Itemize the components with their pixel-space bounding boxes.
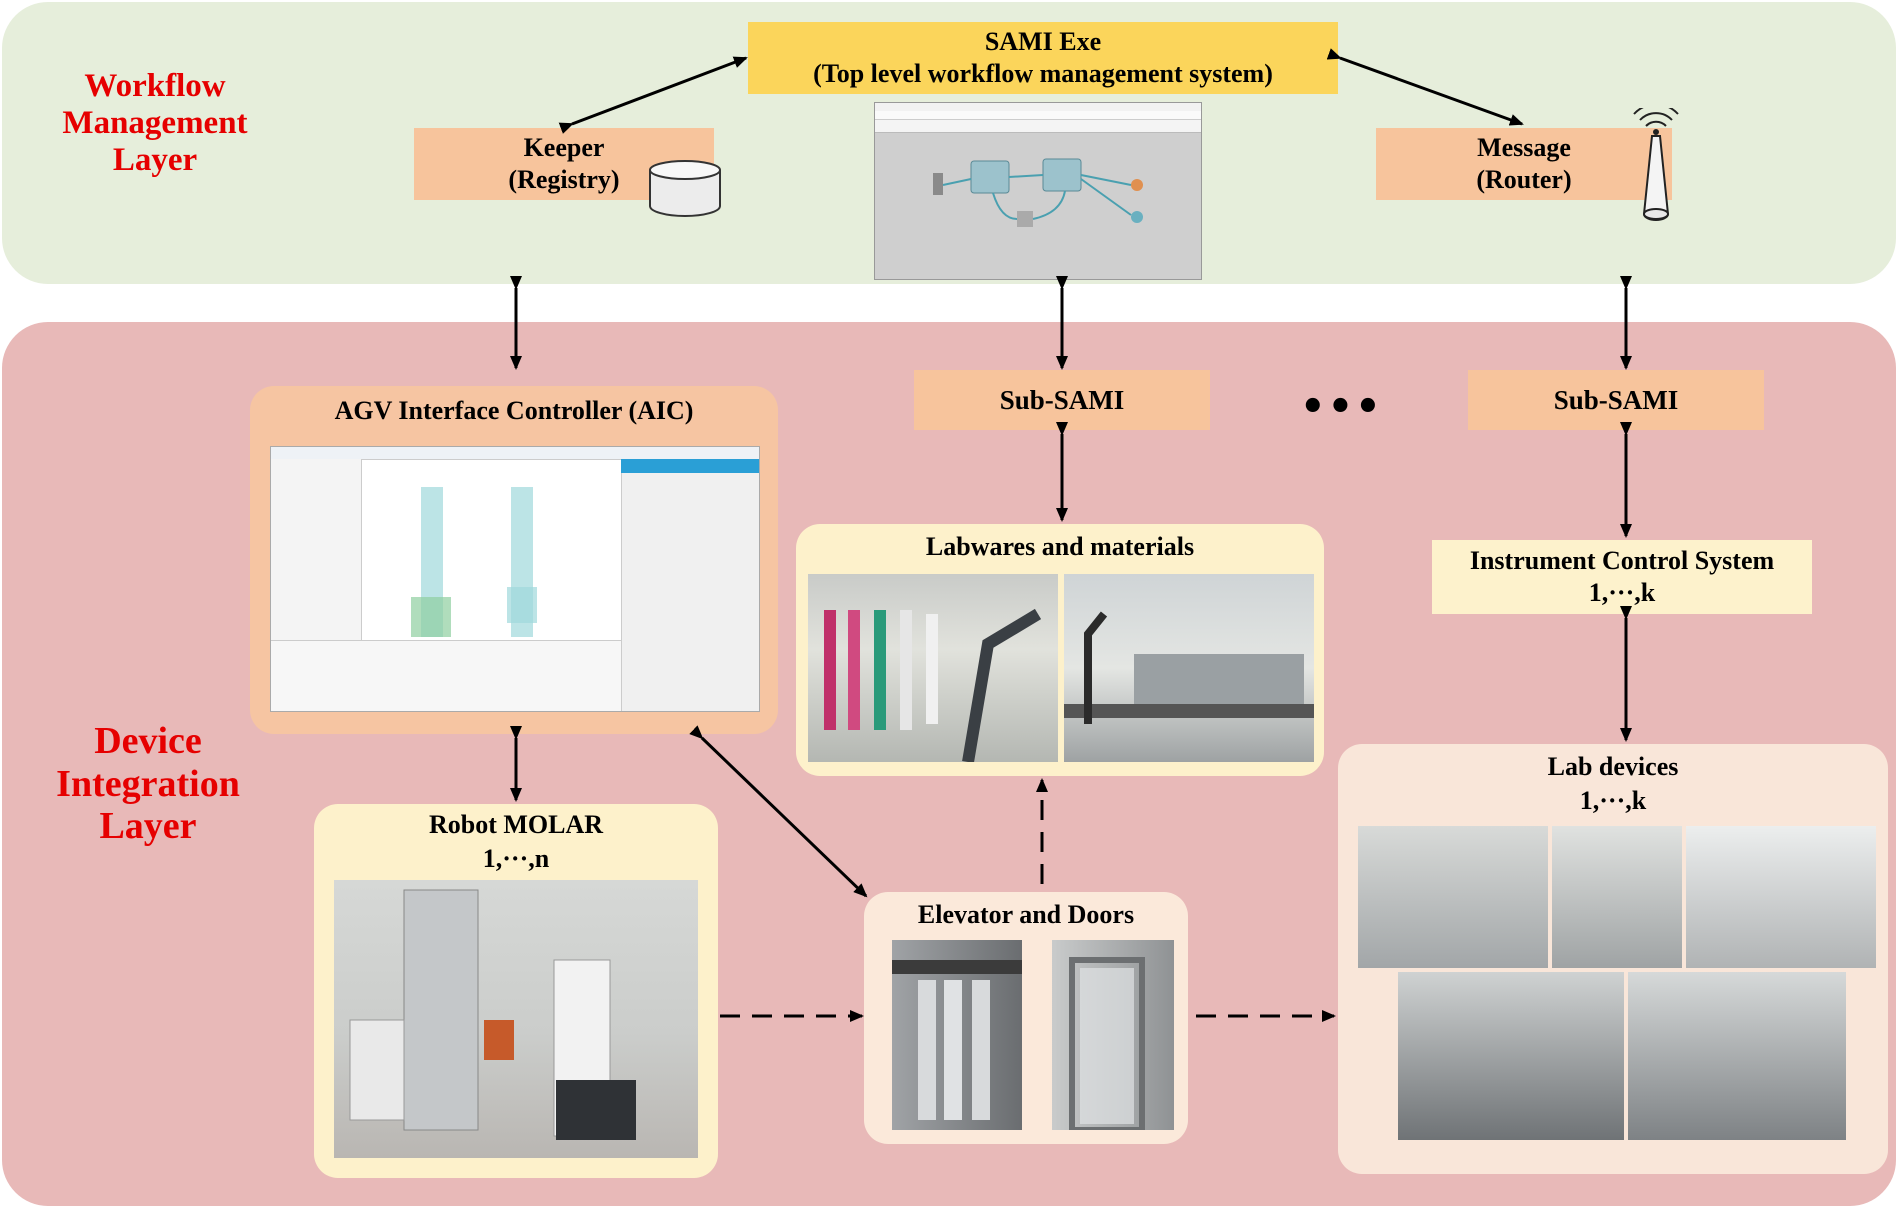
sami-exe-box: SAMI Exe (Top level workflow management … [748, 22, 1338, 94]
lab-device-photo-2 [1552, 826, 1682, 968]
message-router-box: Message (Router) [1376, 128, 1672, 200]
arrow-aic-elevator [689, 725, 868, 898]
robot-molar-photo [334, 880, 698, 1158]
aic-title: AGV Interface Controller (AIC) [334, 396, 694, 425]
labwares-photo-2 [1064, 574, 1314, 762]
antenna-icon [1633, 108, 1679, 221]
lab-device-photo-5 [1628, 972, 1846, 1140]
database-icon [649, 160, 721, 217]
robot-molar-title: Robot MOLAR 1,···,n [428, 810, 604, 873]
labwares-photo-1 [808, 574, 1058, 762]
workflow-layer-label: Workflow Management Layer [62, 68, 248, 178]
arrow-sami-message [1326, 48, 1524, 126]
ellipsis-dots: ••• [1300, 384, 1383, 430]
sub-sami-box-1: Sub-SAMI [914, 370, 1210, 430]
labwares-title: Labwares and materials [925, 532, 1195, 561]
instrument-control-system-box: Instrument Control System 1,···,k [1432, 540, 1812, 614]
lab-device-photo-3 [1686, 826, 1876, 968]
lab-device-photo-4 [1398, 972, 1624, 1140]
sub-sami-box-2: Sub-SAMI [1468, 370, 1764, 430]
sami-exe-screenshot [874, 102, 1202, 280]
device-layer-label: Device Integration Layer [56, 720, 240, 848]
lab-device-photo-1 [1358, 826, 1548, 968]
lab-devices-title: Lab devices 1,···,k [1547, 752, 1679, 815]
elevator-photo [892, 940, 1022, 1130]
elevator-doors-title: Elevator and Doors [917, 900, 1135, 929]
door-photo [1052, 940, 1174, 1130]
aic-screenshot [270, 446, 760, 712]
arrow-keeper-sami [558, 56, 748, 134]
